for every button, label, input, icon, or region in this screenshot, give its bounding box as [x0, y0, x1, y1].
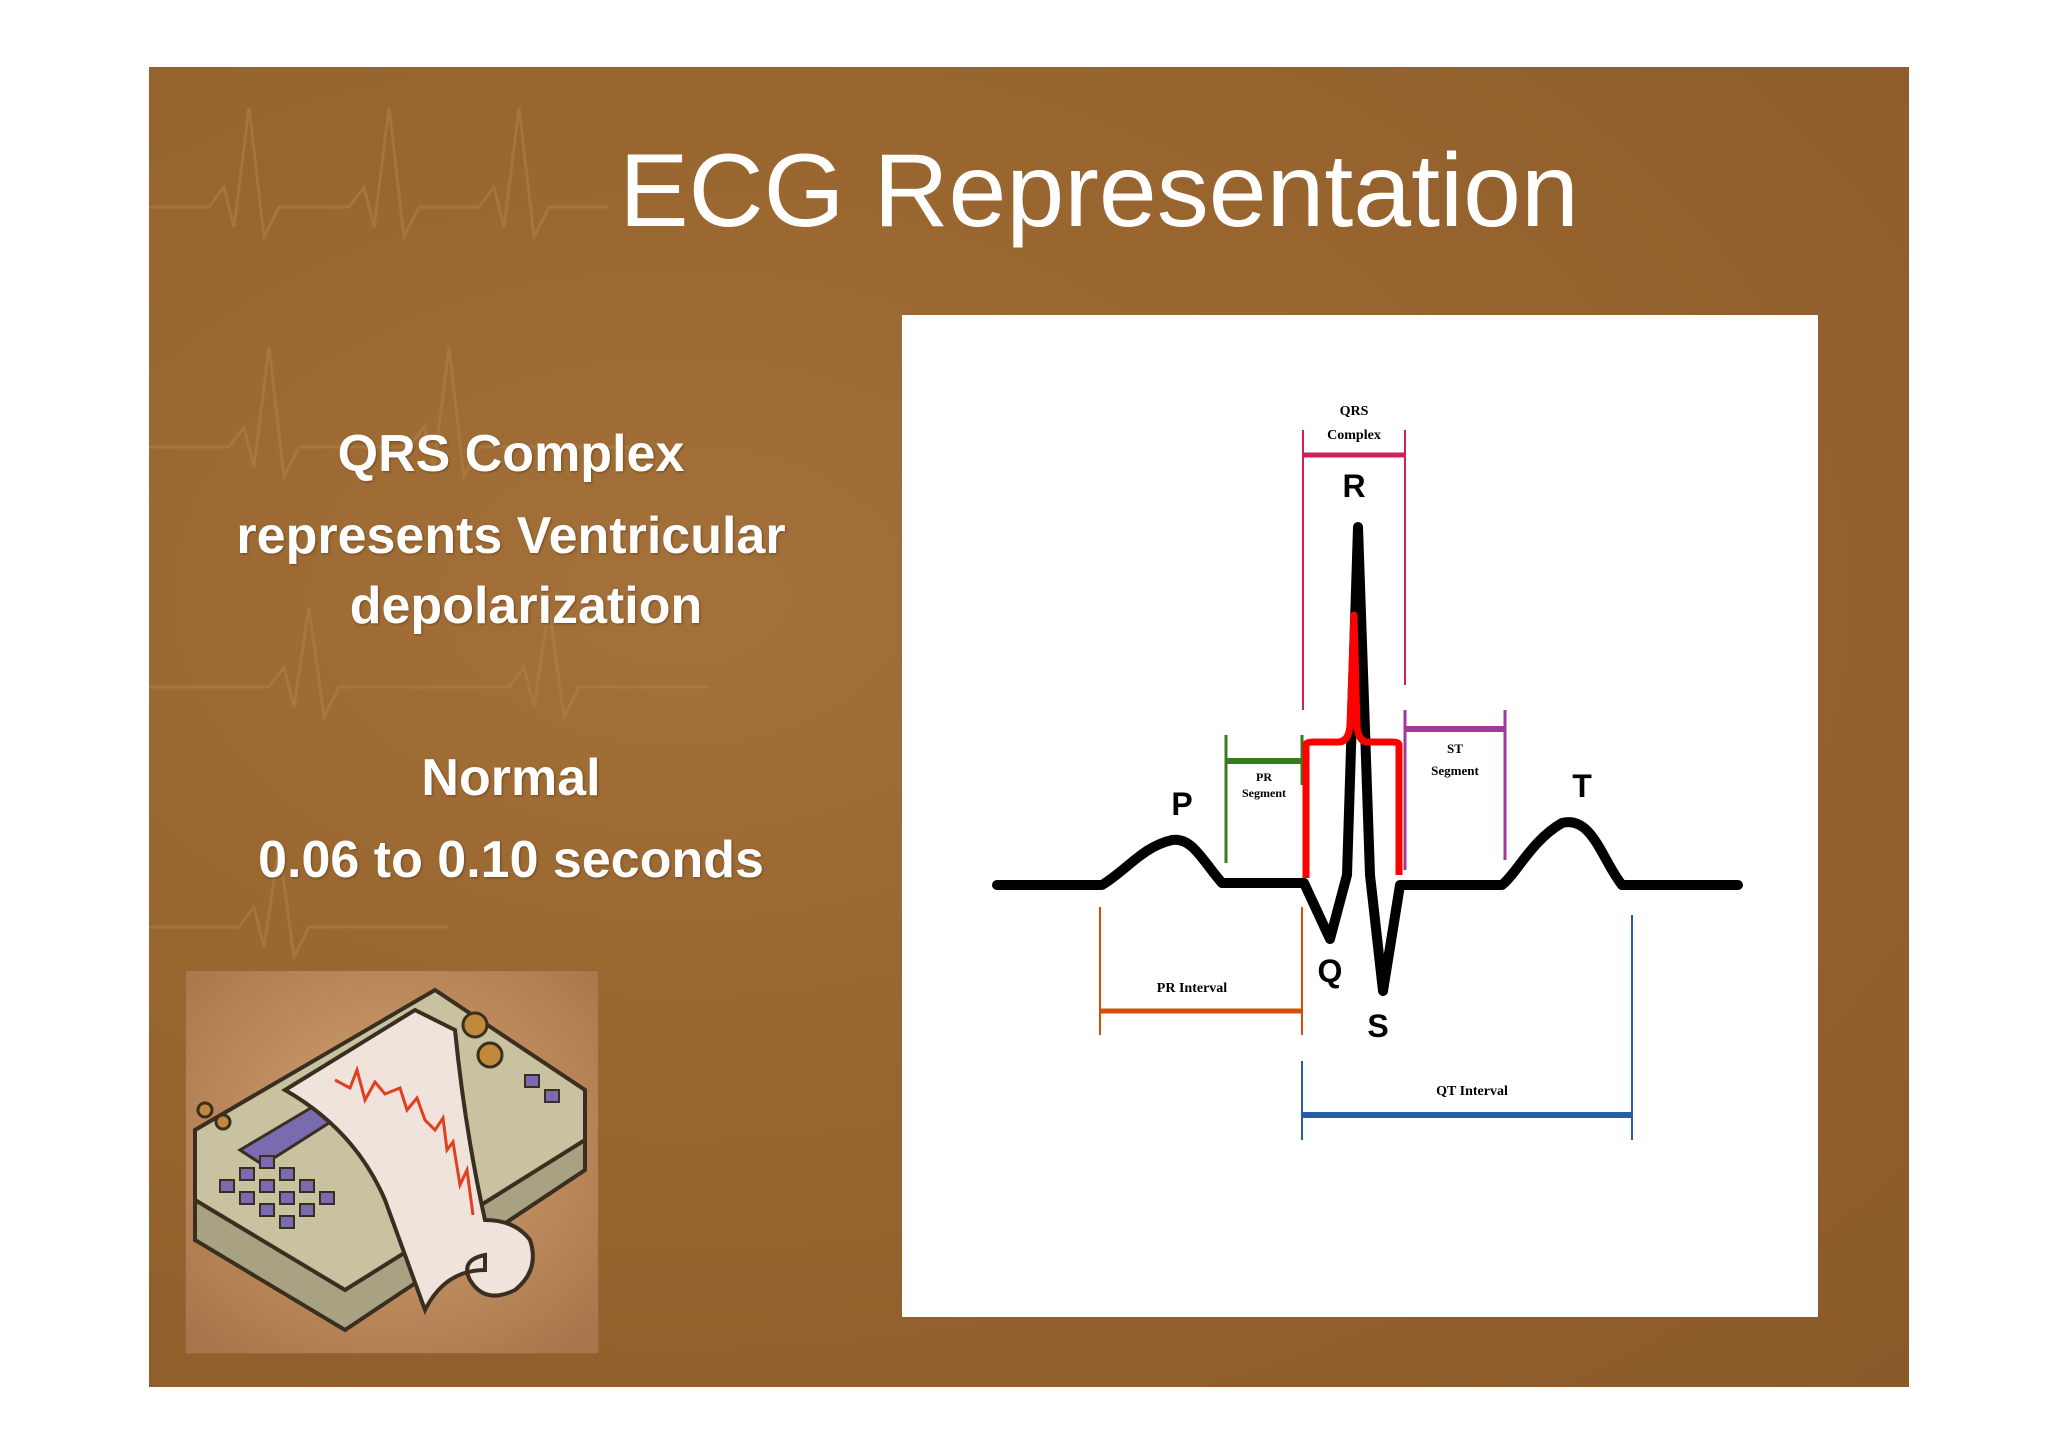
- qrs-description: QRS Complex represents Ventricular depol…: [191, 419, 831, 642]
- background-ecg-trace: [149, 106, 709, 963]
- st-segment-label-line2: Segment: [1431, 763, 1479, 778]
- st-segment-bracket: [1403, 710, 1507, 870]
- pr-interval-bracket: [1099, 907, 1303, 1035]
- qrs-complex-label-line1: QRS: [1340, 404, 1369, 419]
- ecg-waveform: [992, 522, 1743, 996]
- normal-label: Normal: [421, 749, 601, 807]
- ecg-diagram: QRS Complex PR Segment ST Segment: [992, 404, 1743, 1140]
- q-wave-label: Q: [1318, 953, 1343, 989]
- qrs-heading: QRS Complex: [337, 425, 685, 483]
- st-segment-label-line1: ST: [1447, 741, 1463, 756]
- normal-duration: Normal 0.06 to 0.10 seconds: [191, 743, 831, 895]
- qrs-complex-bracket: [1302, 430, 1406, 710]
- slide: ECG Representation QRS Complex represent…: [149, 67, 1909, 1387]
- page-title: ECG Representation: [619, 133, 1579, 249]
- qt-interval-label: QT Interval: [1436, 1084, 1508, 1099]
- pr-interval-label: PR Interval: [1157, 981, 1227, 996]
- normal-value: 0.06 to 0.10 seconds: [258, 831, 764, 890]
- r-wave-label: R: [1342, 468, 1365, 504]
- pr-segment-label-line1: PR: [1256, 770, 1272, 784]
- qrs-highlight: [1302, 611, 1403, 878]
- s-wave-label: S: [1367, 1008, 1388, 1044]
- ecg-machine-icon: [184, 969, 600, 1355]
- pr-segment-bracket: [1224, 735, 1304, 863]
- ecg-diagram-panel: QRS Complex PR Segment ST Segment: [902, 315, 1818, 1317]
- qt-interval-bracket: [1301, 915, 1633, 1140]
- qrs-description-line2: depolarization: [349, 577, 703, 636]
- t-wave-label: T: [1572, 768, 1592, 804]
- p-wave-label: P: [1171, 786, 1192, 822]
- qrs-complex-label-line2: Complex: [1327, 428, 1381, 443]
- pr-segment-label-line2: Segment: [1242, 786, 1286, 800]
- qrs-description-line1: represents Ventricular: [236, 507, 786, 566]
